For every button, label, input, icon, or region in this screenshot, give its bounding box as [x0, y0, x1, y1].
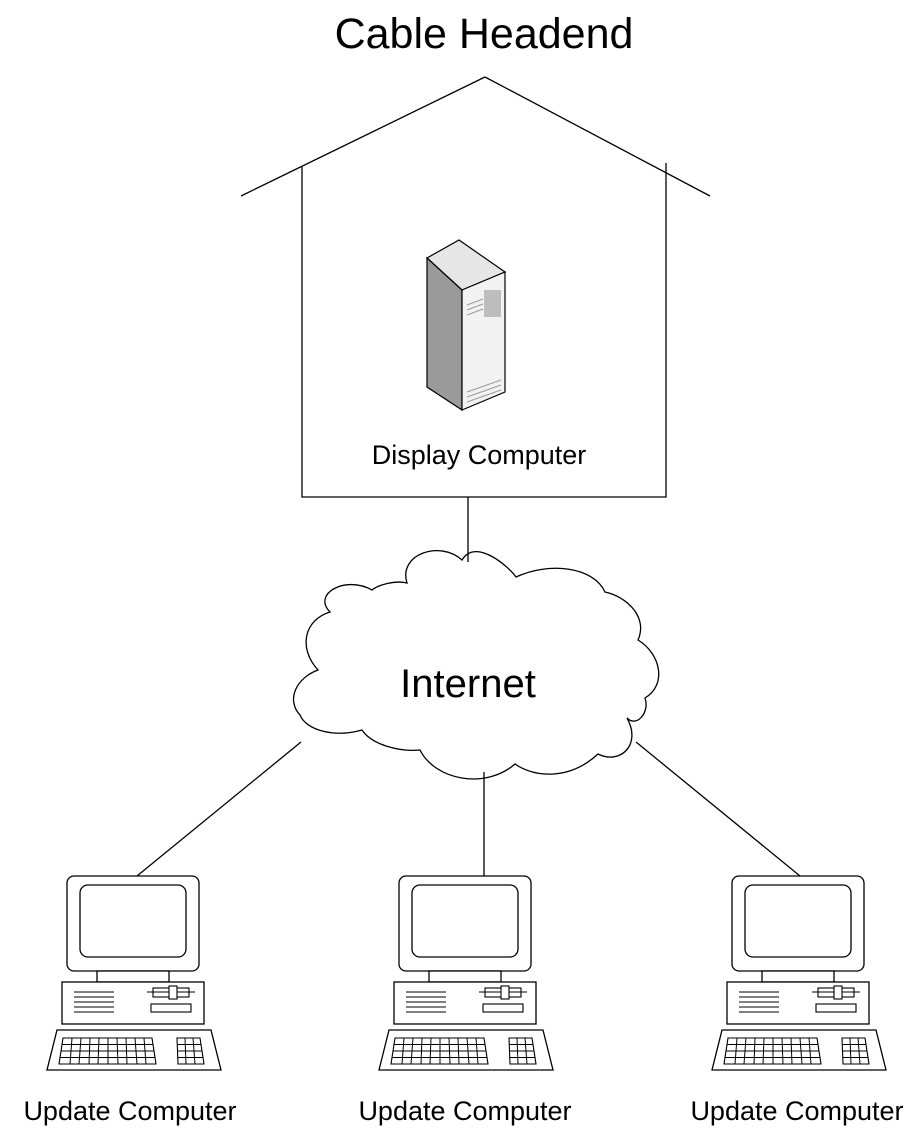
desktop-computer-icon: [378, 875, 554, 1071]
desktop-computer-icon: [46, 875, 222, 1071]
desktop-computer-icon: [711, 875, 887, 1071]
internet-label: Internet: [400, 662, 536, 706]
left-client-connection-line: [136, 741, 302, 877]
display-computer-label: Display Computer: [372, 440, 587, 470]
headend-building: [240, 76, 711, 498]
update-computer-label: Update Computer: [23, 1096, 236, 1126]
cloud-icon: [292, 550, 660, 780]
update-computer-label: Update Computer: [690, 1096, 903, 1126]
right-client-connection-line: [635, 741, 801, 877]
server-tower-icon: [425, 239, 507, 412]
headend-title: Cable Headend: [335, 10, 634, 58]
update-computer-label: Update Computer: [358, 1096, 571, 1126]
